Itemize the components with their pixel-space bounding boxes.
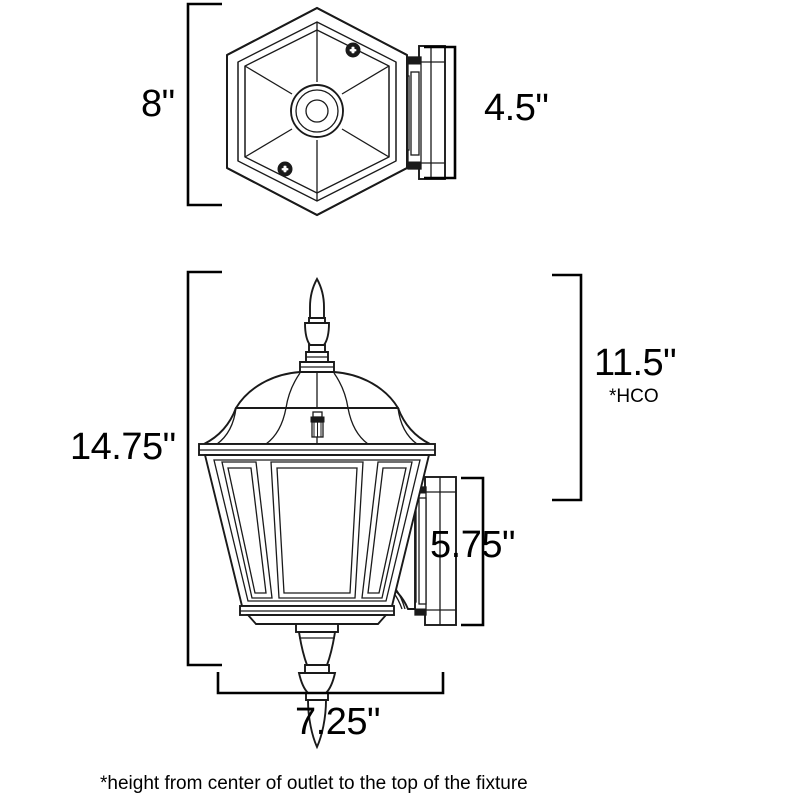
dimension-bracket-5p75in [461,476,485,627]
side-view-top-finial [299,277,335,373]
dimension-bracket-14p75in [186,270,222,667]
dimension-label-7p25in: 7.25" [295,701,380,743]
dimension-bracket-11p5in [552,273,583,502]
dimension-bracket-8in [186,2,222,207]
side-view-glass-cage [203,454,431,625]
dimension-note-hco: *HCO [609,386,659,407]
screw-icon [345,42,361,58]
side-view-socket [310,411,325,444]
top-view-group [226,6,446,217]
side-view-group [198,277,457,750]
footnote-text: *height from center of outlet to the top… [100,773,528,794]
side-view-bottom-finial [295,623,339,750]
top-view-finial-hub [290,84,344,138]
dimension-bracket-7p25in [216,672,445,695]
top-view-wall-plate [401,45,446,180]
screw-icon [277,161,293,177]
dimension-label-14p75in: 14.75" [70,426,176,468]
top-view-screws [277,42,361,177]
dimension-label-5p75in: 5.75" [430,524,515,566]
dimension-label-4p5in: 4.5" [484,87,549,129]
dimension-bracket-4p5in [424,45,457,180]
dimension-label-11p5in: 11.5" [594,342,677,384]
dimension-label-8in: 8" [141,83,175,125]
